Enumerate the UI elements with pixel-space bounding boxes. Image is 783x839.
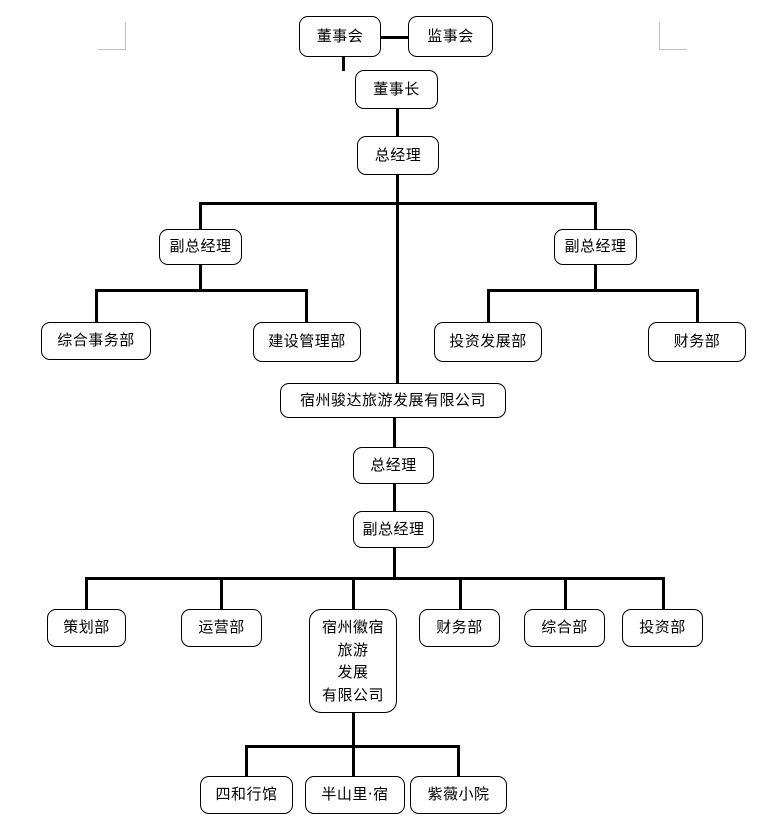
connector-to-finance-upper [696, 289, 699, 323]
connector-to-hotel-banshanli [352, 745, 355, 776]
node-construction-management-dept[interactable]: 建设管理部 [253, 322, 361, 362]
node-operations-dept[interactable]: 运营部 [181, 609, 262, 647]
node-hotel-banshanli[interactable]: 半山里·宿 [305, 776, 405, 814]
connector-board-tie [378, 36, 410, 39]
connector-bus-to-deputy-right [594, 202, 597, 230]
connector-deputy-left-bus [95, 289, 308, 292]
node-investment-development-dept[interactable]: 投资发展部 [434, 322, 542, 362]
page-guide-top-right [657, 22, 687, 52]
node-deputy-gm-sub[interactable]: 副总经理 [353, 511, 434, 548]
connector-junda-to-gm-sub [393, 417, 396, 448]
connector-deputy-left-stem [199, 264, 202, 291]
connector-to-comprehensive-affairs [95, 289, 98, 323]
node-subsidiary-junda[interactable]: 宿州骏达旅游发展有限公司 [280, 383, 506, 418]
connector-deputy-sub-stem [393, 547, 396, 578]
connector-gm-sub-to-deputy-sub [393, 483, 396, 513]
node-investment-dept[interactable]: 投资部 [622, 609, 703, 647]
guide-vertical-segment [125, 22, 126, 50]
node-deputy-gm-right[interactable]: 副总经理 [554, 229, 637, 265]
guide-horizontal-segment [98, 49, 126, 50]
node-comprehensive-affairs-dept[interactable]: 综合事务部 [41, 322, 151, 360]
node-finance-dept-lower[interactable]: 财务部 [419, 609, 500, 647]
guide-vertical-segment [659, 22, 660, 50]
connector-gm-trunk [396, 136, 399, 383]
connector-to-operations-dept [220, 577, 223, 609]
connector-to-investment-dept [662, 577, 665, 609]
node-general-manager-sub[interactable]: 总经理 [353, 447, 434, 484]
connector-department-bus [85, 577, 665, 580]
connector-deputy-right-bus [487, 289, 699, 292]
node-deputy-gm-left[interactable]: 副总经理 [159, 229, 242, 265]
connector-to-hotel-ziwei [457, 745, 460, 776]
connector-to-investment-development [487, 289, 490, 323]
connector-to-planning-dept [85, 577, 88, 609]
node-hotel-sihe[interactable]: 四和行馆 [200, 776, 293, 814]
node-hotel-ziwei[interactable]: 紫薇小院 [410, 776, 507, 814]
connector-chairman-to-gm [396, 108, 399, 136]
connector-huisu-stem [352, 712, 355, 746]
guide-horizontal-segment [659, 49, 687, 50]
node-subsidiary-huisu[interactable]: 宿州徽宿 旅游 发展 有限公司 [309, 609, 397, 713]
connector-to-hotel-sihe [245, 745, 248, 776]
connector-to-comprehensive-dept [564, 577, 567, 609]
connector-deputy-right-stem [594, 264, 597, 291]
connector-to-finance-lower [459, 577, 462, 609]
node-comprehensive-dept[interactable]: 综合部 [524, 609, 605, 647]
node-planning-dept[interactable]: 策划部 [47, 609, 126, 647]
connector-bus-to-deputy-left [199, 202, 202, 230]
page-guide-top-left [98, 22, 128, 52]
connector-to-construction-management [305, 289, 308, 323]
node-general-manager-top[interactable]: 总经理 [357, 136, 439, 175]
node-finance-dept-upper[interactable]: 财务部 [648, 322, 746, 362]
connector-to-huisu-company [352, 577, 355, 609]
node-board-of-directors[interactable]: 董事会 [299, 16, 381, 57]
node-chairman[interactable]: 董事长 [355, 70, 438, 109]
connector-gm-bus [199, 202, 597, 205]
node-board-of-supervisors[interactable]: 监事会 [408, 16, 493, 57]
